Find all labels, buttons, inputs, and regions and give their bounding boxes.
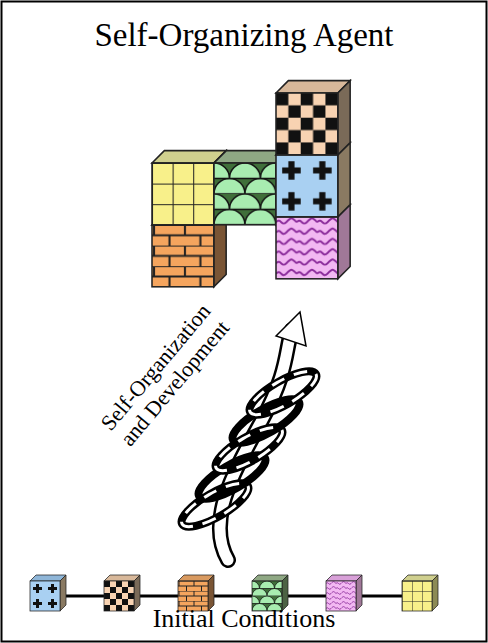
- diagram-title: Self-Organizing Agent: [0, 14, 488, 56]
- chain-label: Initial Conditions: [0, 604, 488, 634]
- arrow-label: Self-Organization and Development: [85, 286, 245, 464]
- agent-structure: [152, 81, 350, 287]
